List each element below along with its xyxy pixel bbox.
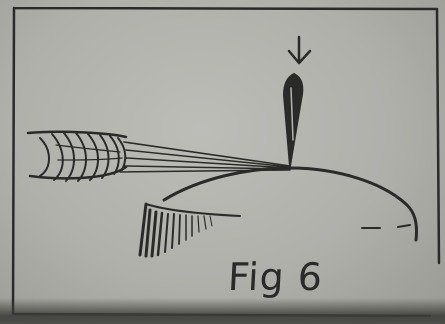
converging-lines: [120, 142, 290, 172]
horizontal-cone-shape: [28, 132, 126, 181]
cone-tool-shape: [284, 74, 302, 166]
hatched-shadow: [140, 204, 240, 256]
figure-caption: Fig 6: [227, 257, 324, 297]
dome-arc: [164, 168, 417, 240]
frame-border: [13, 8, 439, 316]
down-arrow-icon: [289, 37, 310, 63]
bottom-shadow: [0, 298, 445, 324]
